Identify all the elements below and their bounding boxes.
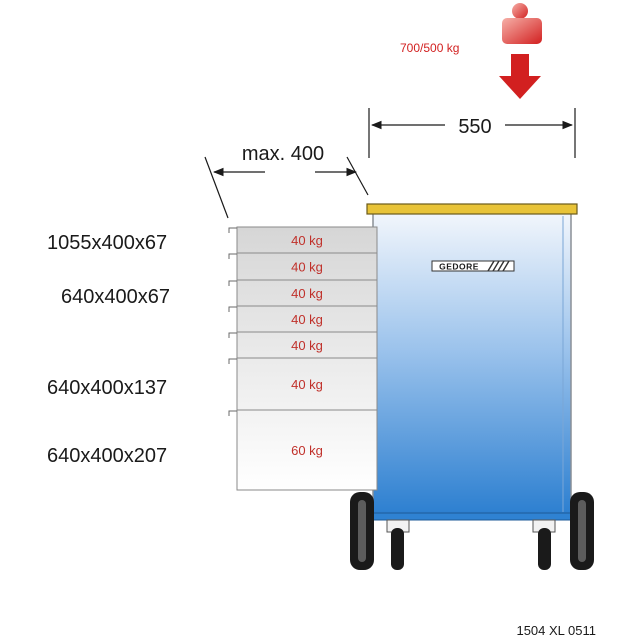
extension-line-left [204,156,229,219]
drawer-size-label: 640x400x207 [47,445,167,467]
brand-logo-text: GEDORE [439,262,479,272]
weight-icon [502,18,542,44]
drawer-size-label: 1055x400x67 [47,232,167,254]
drawer-rows: 40 kg 40 kg 40 kg 40 kg 40 kg 40 kg 60 kg [228,226,377,458]
drawer: 40 kg [228,252,377,275]
drawer-handle [228,358,237,364]
drawer: 60 kg [228,409,377,458]
extension-line-right [346,156,369,196]
drawer-load-label: 40 kg [291,312,323,327]
drawer: 40 kg [228,226,377,248]
drawer-load-label: 40 kg [291,338,323,353]
wheels [350,492,594,570]
drawer-load-label: 40 kg [291,260,323,275]
cabinet-body [372,212,572,516]
drawer-handle [228,280,237,286]
wheel-large-right [570,492,594,570]
drawer-handle [228,410,237,416]
drawer: 40 kg [228,279,377,301]
drawer-size-label: 640x400x137 [47,377,167,399]
cabinet [351,203,593,521]
drawer-size-labels: 1055x400x67 640x400x67 640x400x137 640x4… [47,232,170,467]
cabinet-base [351,512,593,521]
drawer-handle [228,253,237,259]
depth-label: 550 [458,116,491,138]
drawer-size-label: 640x400x67 [61,286,170,308]
footer-code: 1504 XL 0511 [516,623,596,638]
drawer: 40 kg [228,305,377,327]
drawer-handle [228,306,237,312]
load-arrow-icon [499,76,541,99]
drawer-load-label: 40 kg [291,233,323,248]
castor-right [532,519,556,570]
load-weight [499,3,542,99]
worktop [366,203,578,215]
load-label: 700/500 kg [400,41,459,55]
drawer-load-label: 40 kg [291,286,323,301]
gedore-logo-icon: GEDORE [431,260,515,272]
load-arrow-shaft [511,54,529,78]
drawer-handle [228,227,237,233]
drawer: 40 kg [228,331,377,353]
depth-dimension [368,108,576,158]
drawer-handle [228,332,237,338]
drawer-load-label: 40 kg [291,377,323,392]
weight-knob [512,3,528,19]
extension-dimension [204,156,369,219]
drawer: 40 kg [228,357,377,392]
drawer-stack: 40 kg 40 kg 40 kg 40 kg 40 kg 40 kg 60 kg [228,226,378,491]
extension-label: max. 400 [242,143,324,165]
drawer-load-label: 60 kg [291,443,323,458]
wheel-large-left [350,492,374,570]
castor-left [386,519,410,570]
